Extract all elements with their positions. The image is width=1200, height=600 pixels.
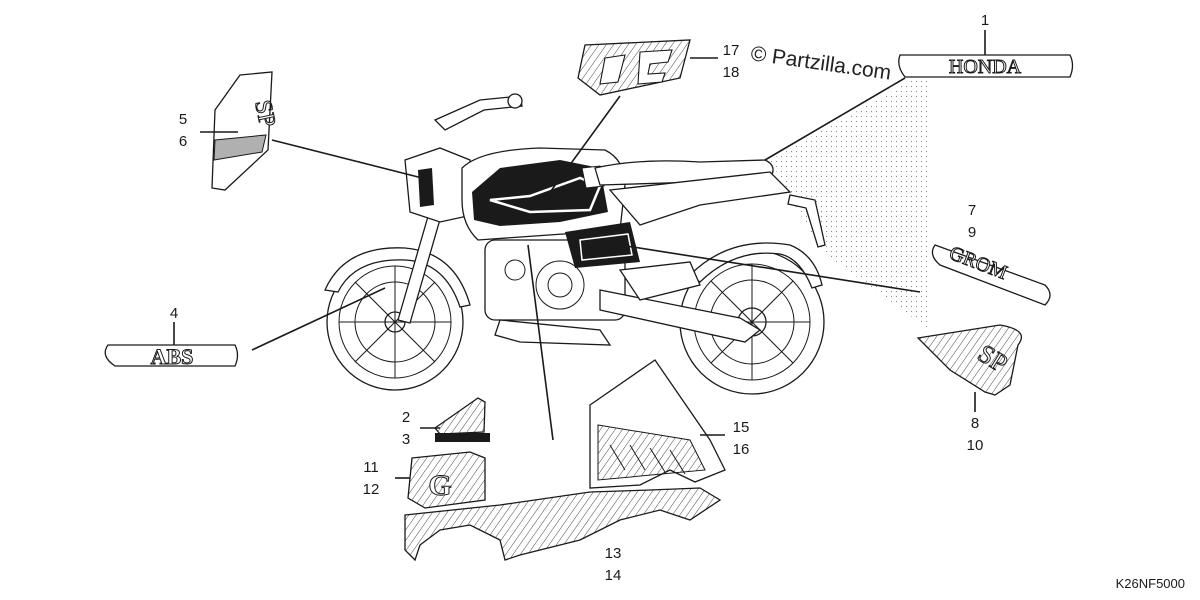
decal-shroud-lower <box>404 487 722 562</box>
watermark: © Partzilla.com <box>749 42 892 84</box>
callout-8: 8 <box>971 415 979 432</box>
decal-wing-emblem <box>434 397 490 442</box>
motorcycle <box>324 93 826 395</box>
callout-1: 1 <box>981 12 989 29</box>
callout-17: 17 <box>723 42 740 59</box>
callout-2: 2 <box>402 409 410 426</box>
callout-7: 7 <box>968 202 976 219</box>
callout-15: 15 <box>733 419 750 436</box>
front-wheel <box>326 253 464 391</box>
callout-18: 18 <box>723 64 740 81</box>
sp-lettering-fork: SP <box>249 98 280 130</box>
callout-13: 13 <box>605 545 622 562</box>
callout-9: 9 <box>968 224 976 241</box>
callout-5: 5 <box>179 111 187 128</box>
exhaust <box>494 319 612 346</box>
handlebar <box>433 95 523 131</box>
fork-cover-decal <box>418 168 434 207</box>
decal-shroud-upper <box>589 359 726 489</box>
callouts: 1 17 18 5 6 7 9 4 8 10 2 3 15 16 11 12 1… <box>170 12 989 584</box>
dotted-shading <box>770 70 930 330</box>
callout-14: 14 <box>605 567 622 584</box>
decal-g-panel: G <box>407 451 486 509</box>
front-fender <box>324 247 471 308</box>
callout-4: 4 <box>170 305 178 322</box>
abs-lettering: ABS <box>151 344 194 369</box>
swingarm <box>599 289 762 343</box>
g-lettering: G <box>428 469 451 502</box>
callout-16: 16 <box>733 441 750 458</box>
decal-abs: ABS <box>104 344 239 370</box>
callout-11: 11 <box>363 459 379 476</box>
drawing-code: K26NF5000 <box>1116 576 1185 591</box>
decal-sp-lower: SP <box>916 324 1023 396</box>
callout-3: 3 <box>402 431 410 448</box>
rear-wheel <box>679 249 825 395</box>
callout-12: 12 <box>363 481 380 498</box>
decal-fork-sp: SP <box>211 71 281 191</box>
leader-lines <box>173 30 986 479</box>
decal-honda: HONDA <box>898 54 1074 79</box>
callout-10: 10 <box>967 437 984 454</box>
decal-grom: GROM <box>931 242 1051 306</box>
decal-tank-top <box>577 39 691 96</box>
rear-frame <box>608 171 792 226</box>
callout-6: 6 <box>179 133 187 150</box>
rear-fender <box>688 242 823 289</box>
honda-lettering: HONDA <box>949 56 1022 78</box>
